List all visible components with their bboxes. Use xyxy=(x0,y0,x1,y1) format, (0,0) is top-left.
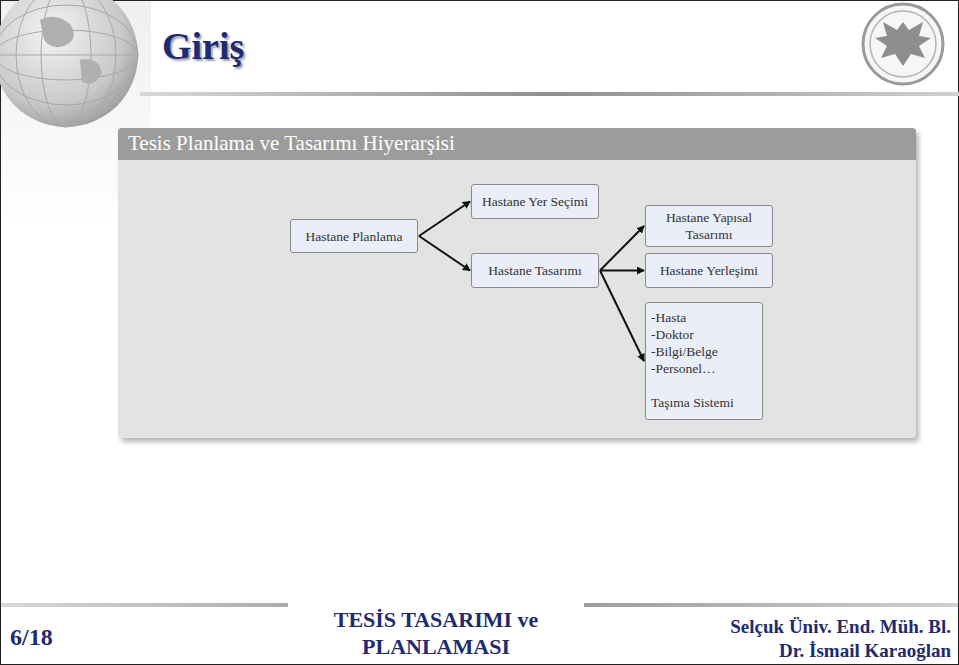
author-name: Dr. İsmail Karaoğlan xyxy=(779,640,951,662)
process-box: Hastane Yer Seçimi xyxy=(471,184,599,219)
course-title: TESİS TASARIMI ve PLANLAMASI xyxy=(288,606,584,660)
panel-header-band: Tesis Planlama ve Tasarımı Hiyerarşisi xyxy=(118,128,916,160)
arrow-connector xyxy=(600,270,644,272)
box-text: Taşıma Sistemi xyxy=(651,394,756,411)
process-box: Hastane Yapısal Tasarımı xyxy=(645,205,773,247)
page-number: 6/18 xyxy=(10,624,53,651)
box-text: -Doktor xyxy=(651,326,756,343)
arrow-connector xyxy=(600,226,644,271)
process-box: Hastane Yerleşimi xyxy=(645,253,773,288)
box-text: -Bilgi/Belge xyxy=(651,343,756,360)
list-box: -Hasta-Doktor-Bilgi/Belge-Personel… Taşım… xyxy=(645,302,763,420)
box-text: Hastane Yer Seçimi xyxy=(472,193,598,210)
box-text: Hastane Tasarımı xyxy=(472,262,598,279)
university-name: Selçuk Üniv. End. Müh. Bl. xyxy=(730,616,951,638)
box-text: -Hasta xyxy=(651,309,756,326)
process-box: Hastane Tasarımı xyxy=(471,253,599,288)
hierarchy-panel: Tesis Planlama ve Tasarımı Hiyerarşisi H… xyxy=(118,128,916,438)
slide-title: Giriş xyxy=(162,24,244,68)
panel-heading: Tesis Planlama ve Tasarımı Hiyerarşisi xyxy=(128,131,455,156)
arrow-connector xyxy=(419,236,470,271)
box-text: Hastane Yapısal Tasarımı xyxy=(646,209,772,243)
box-text: Hastane Yerleşimi xyxy=(646,262,772,279)
box-text: -Personel… xyxy=(651,360,756,377)
arrow-connector xyxy=(419,202,470,237)
arrow-connector xyxy=(600,271,644,362)
process-box: Hastane Planlama xyxy=(290,219,418,253)
box-text: Hastane Planlama xyxy=(291,228,417,245)
